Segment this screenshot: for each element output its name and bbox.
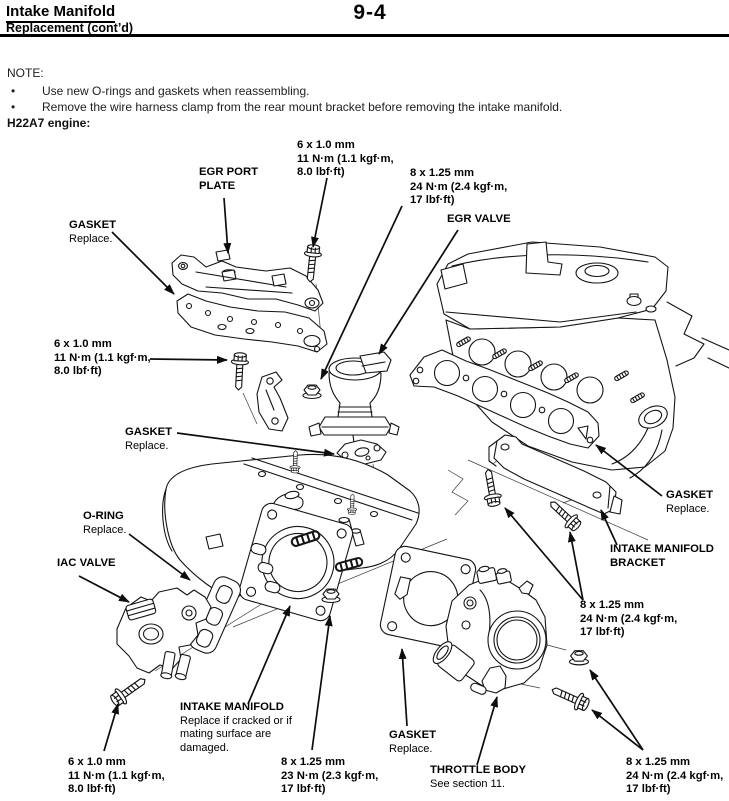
- label-line: 6 x 1.0 mm: [68, 756, 126, 768]
- label-torque-spec-throttle-body-bolts: 8 x 1.25 mm 24 N·m (2.4 kgf·m, 17 lbf·ft…: [626, 756, 723, 797]
- egr-plate-gasket-illustration: [176, 293, 328, 353]
- label-line: 8 x 1.25 mm: [410, 167, 475, 179]
- label-torque-spec-egr-plate-bolt-top: 6 x 1.0 mm 11 N·m (1.1 kgf·m, 8.0 lbf·ft…: [297, 139, 394, 180]
- label-line: O-RING: [83, 510, 124, 522]
- page-number: 9-4: [353, 1, 387, 24]
- label-torque-spec-egr-valve-nut: 8 x 1.25 mm 24 N·m (2.4 kgf·m, 17 lbf·ft…: [410, 167, 507, 208]
- label-gasket-egr-plate: GASKET Replace.: [69, 219, 116, 246]
- label-torque-spec-egr-plate-bolt-left: 6 x 1.0 mm 11 N·m (1.1 kgf·m, 8.0 lbf·ft…: [54, 338, 151, 379]
- cylinder-head-illustration: [436, 241, 729, 479]
- label-line: 8 x 1.25 mm: [281, 756, 346, 768]
- label-line: 17 lbf·ft): [281, 783, 326, 796]
- label-line: 11 N·m (1.1 kgf·m,: [297, 152, 394, 165]
- valve-cover-illustration: [436, 241, 669, 330]
- label-line: INTAKE MANIFOLD: [180, 701, 284, 713]
- note-item-text: Use new O-rings and gaskets when reassem…: [42, 84, 310, 98]
- label-line: GASKET: [69, 219, 117, 231]
- label-line: 24 N·m (2.4 kgf·m,: [626, 769, 724, 782]
- label-o-ring: O-RING Replace.: [83, 510, 126, 537]
- label-line: Replace.: [666, 502, 710, 515]
- label-line: 8.0 lbf·ft): [297, 166, 345, 179]
- label-line: 23 N·m (2.3 kgf·m,: [281, 769, 379, 782]
- intake-manifold-illustration: [162, 450, 420, 622]
- intake-manifold-bracket-illustration: [447, 434, 623, 535]
- note-item: • Remove the wire harness clamp from the …: [7, 100, 562, 114]
- label-intake-manifold-bracket: INTAKE MANIFOLD BRACKET: [610, 543, 714, 570]
- intake-manifold-gasket-illustration: [409, 349, 600, 449]
- label-torque-spec-manifold-nut: 8 x 1.25 mm 23 N·m (2.3 kgf·m, 17 lbf·ft…: [281, 756, 378, 797]
- label-egr-port-plate: EGR PORT PLATE: [199, 166, 258, 193]
- label-line: 8.0 lbf·ft): [54, 365, 102, 378]
- label-line: 24 N·m (2.4 kgf·m,: [410, 180, 508, 193]
- egr-bracket-illustration: [256, 371, 289, 432]
- label-line: Replace if cracked or if: [180, 714, 292, 727]
- label-gasket-egr-valve: GASKET Replace.: [125, 426, 172, 453]
- label-line: 17 lbf·ft): [626, 783, 671, 796]
- label-gasket-intake-manifold: GASKET Replace.: [666, 489, 713, 516]
- page-subtitle: Replacement (cont’d): [6, 21, 134, 35]
- iac-valve-illustration: [116, 587, 212, 681]
- label-line: 6 x 1.0 mm: [54, 338, 112, 350]
- bullet-icon: •: [11, 100, 16, 114]
- label-line: THROTTLE BODY: [430, 764, 527, 776]
- engine-heading: H22A7 engine:: [7, 116, 91, 130]
- label-line: See section 11.: [430, 777, 506, 790]
- label-line: EGR PORT: [199, 166, 258, 178]
- label-line: mating surface are: [180, 728, 272, 741]
- label-egr-valve: EGR VALVE: [447, 213, 511, 227]
- note-item: • Use new O-rings and gaskets when reasse…: [7, 84, 309, 98]
- label-line: EGR VALVE: [447, 213, 511, 225]
- label-torque-spec-bracket-bolts: 8 x 1.25 mm 24 N·m (2.4 kgf·m, 17 lbf·ft…: [580, 599, 677, 640]
- label-line: GASKET: [389, 729, 437, 741]
- label-line: damaged.: [180, 741, 229, 754]
- throttle-port-icon: [432, 641, 475, 682]
- label-throttle-body: THROTTLE BODY See section 11.: [430, 764, 526, 791]
- throttle-nut-icon: [568, 650, 590, 666]
- label-line: Replace.: [83, 523, 127, 536]
- label-line: 17 lbf·ft): [410, 194, 455, 207]
- note-heading: NOTE:: [7, 66, 44, 80]
- manifold-nut-icon: [321, 588, 341, 604]
- leader-arrows: [78, 177, 663, 766]
- header-rule: [0, 34, 729, 37]
- egr-port-plate-illustration: [171, 249, 324, 312]
- label-line: 8 x 1.25 mm: [626, 756, 691, 768]
- label-line: Replace.: [69, 232, 113, 245]
- label-line: Replace.: [125, 439, 169, 452]
- page-title: Intake Manifold: [6, 3, 116, 23]
- label-line: 6 x 1.0 mm: [297, 139, 355, 151]
- egr-plate-bolt-icon: [229, 351, 250, 391]
- throttle-body-illustration: [432, 565, 548, 695]
- label-line: INTAKE MANIFOLD: [610, 543, 714, 555]
- label-line: IAC VALVE: [57, 557, 116, 569]
- egr-valve-nut-icon: [302, 384, 322, 400]
- egr-valve-illustration: [308, 351, 400, 444]
- bullet-icon: •: [11, 84, 16, 98]
- label-torque-spec-iac-bolt: 6 x 1.0 mm 11 N·m (1.1 kgf·m, 8.0 lbf·ft…: [68, 756, 165, 797]
- label-line: 11 N·m (1.1 kgf·m,: [54, 351, 151, 364]
- label-iac-valve: IAC VALVE: [57, 557, 116, 571]
- label-gasket-throttle-body: GASKET Replace.: [389, 729, 436, 756]
- label-line: PLATE: [199, 179, 236, 192]
- label-line: 11 N·m (1.1 kgf·m,: [68, 769, 165, 782]
- label-line: 24 N·m (2.4 kgf·m,: [580, 612, 678, 625]
- label-line: 8 x 1.25 mm: [580, 599, 645, 611]
- note-item-text: Remove the wire harness clamp from the r…: [42, 100, 563, 114]
- label-line: 8.0 lbf·ft): [68, 783, 116, 796]
- label-line: BRACKET: [610, 556, 666, 569]
- label-line: 17 lbf·ft): [580, 626, 625, 639]
- label-line: Replace.: [389, 742, 433, 755]
- label-intake-manifold: INTAKE MANIFOLD Replace if cracked or if…: [180, 701, 292, 755]
- label-line: GASKET: [125, 426, 173, 438]
- throttle-bolt-icon: [547, 680, 593, 715]
- label-line: GASKET: [666, 489, 714, 501]
- egr-gasket-illustration: [336, 439, 387, 465]
- iac-bolt-icon: [107, 671, 151, 710]
